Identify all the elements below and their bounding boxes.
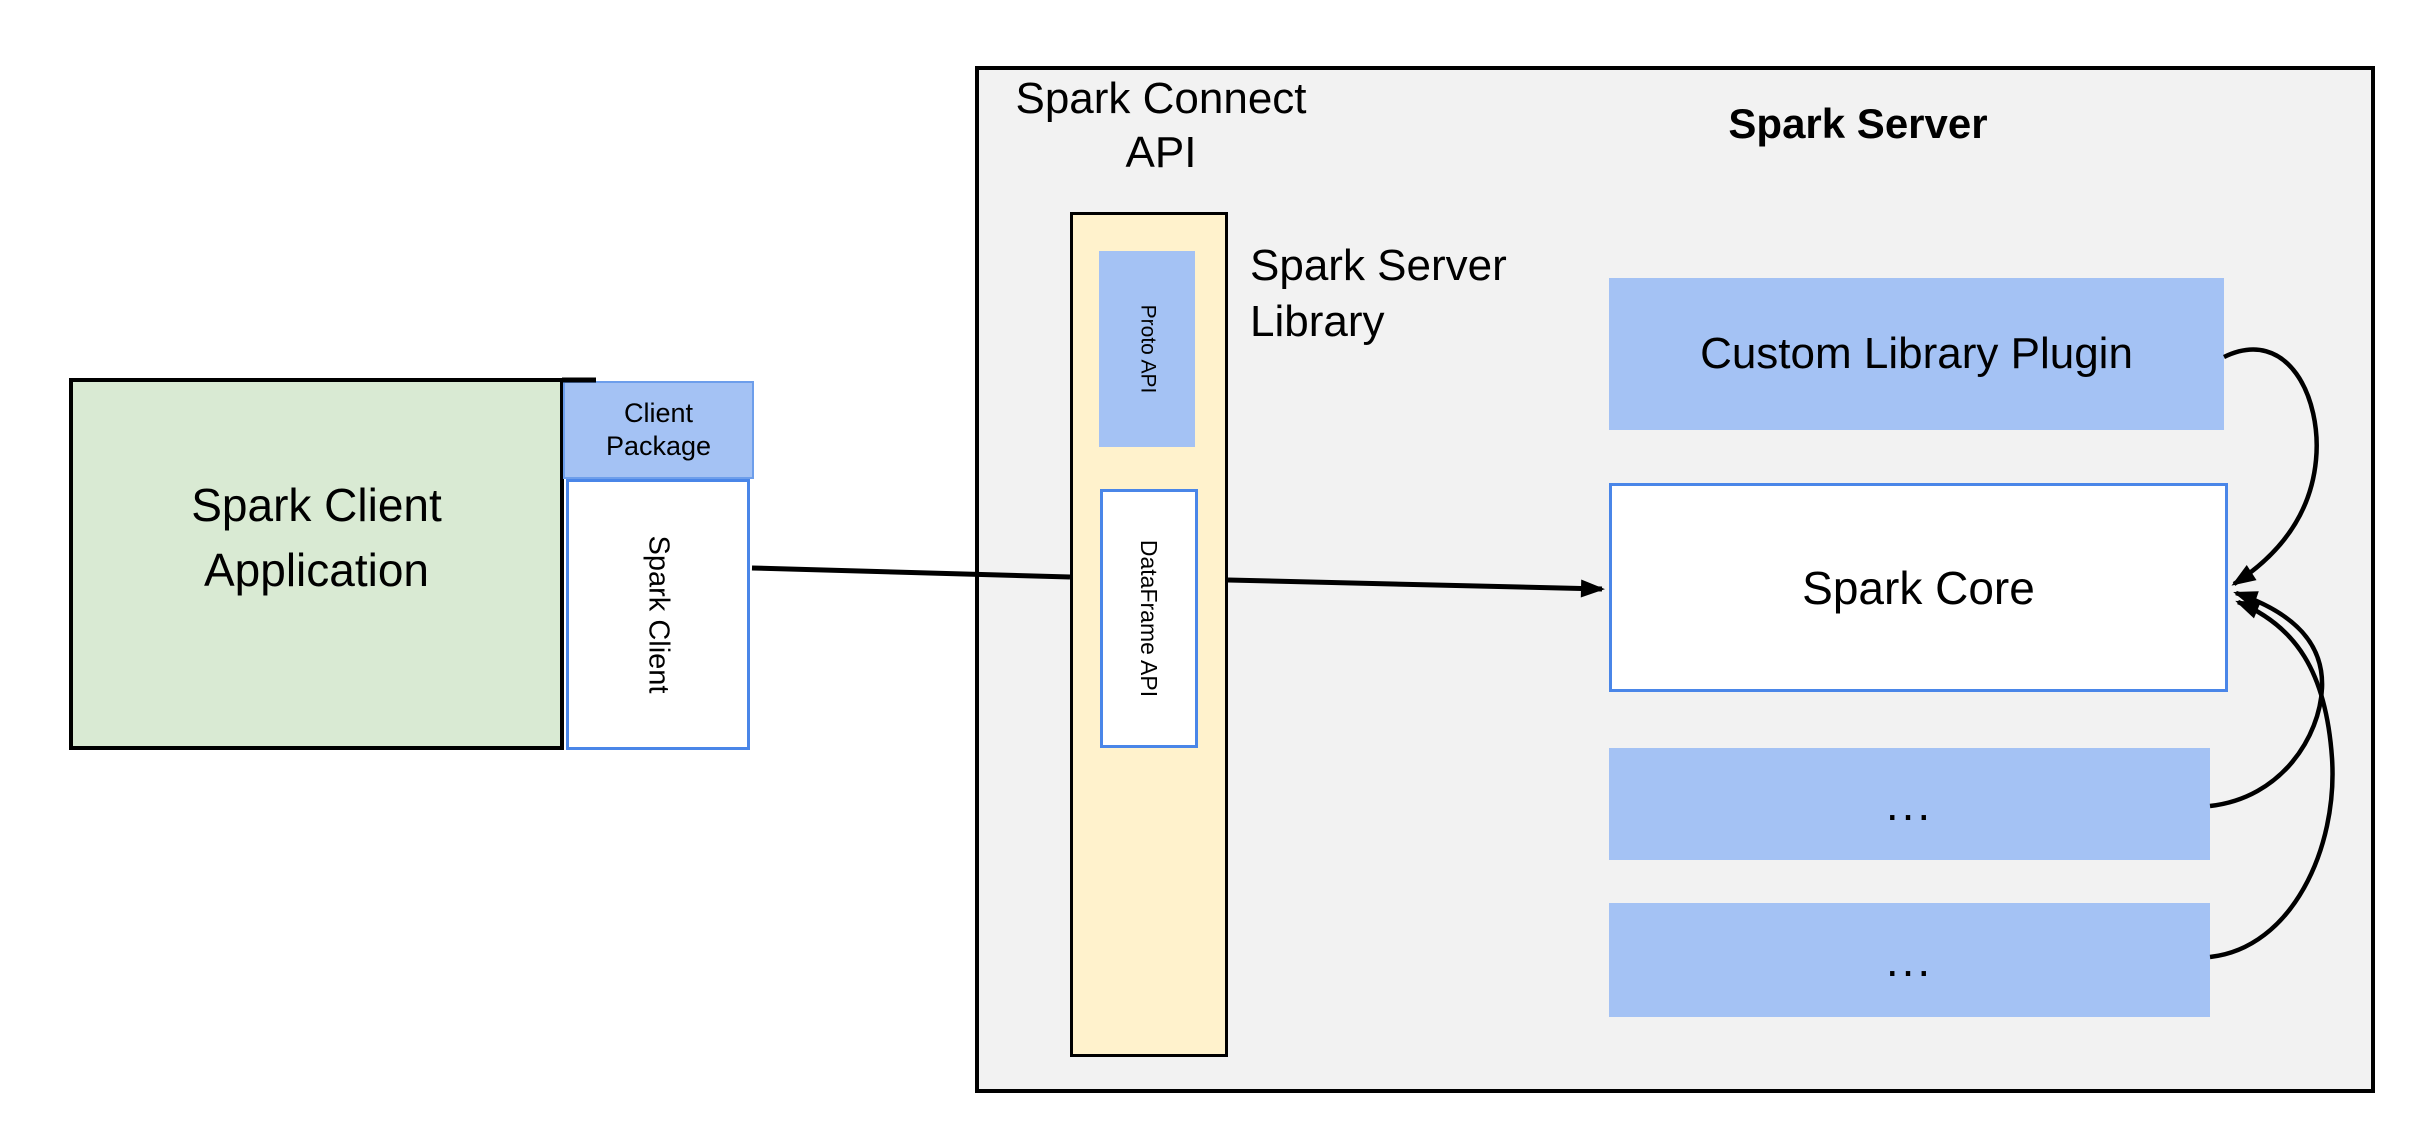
dataframe-api-label: DataFrame API (1136, 539, 1163, 698)
spark-client-application-label: Spark Client Application (191, 478, 442, 596)
spark-client-label: Spark Client (642, 535, 675, 694)
dataframe-api-box: DataFrame API (1100, 489, 1198, 748)
plugin-placeholder-box-2: ... (1609, 903, 2210, 1017)
proto-api-box: Proto API (1099, 251, 1195, 447)
plugin-placeholder-box-1: ... (1609, 748, 2210, 860)
client-package-box: Client Package (563, 381, 754, 479)
custom-library-plugin-box: Custom Library Plugin (1609, 278, 2224, 430)
client-package-label: Client Package (605, 397, 712, 461)
proto-api-label: Proto API (1136, 304, 1159, 394)
spark-server-title: Spark Server (1728, 100, 1988, 147)
spark-connect-api-label: Spark Connect API (1015, 74, 1307, 178)
spark-client-box: Spark Client (566, 479, 750, 750)
spark-server-library-label: Spark Server Library (1250, 241, 1507, 346)
spark-core-box: Spark Core (1609, 483, 2228, 692)
spark-client-application-box: Spark Client Application (69, 378, 564, 750)
